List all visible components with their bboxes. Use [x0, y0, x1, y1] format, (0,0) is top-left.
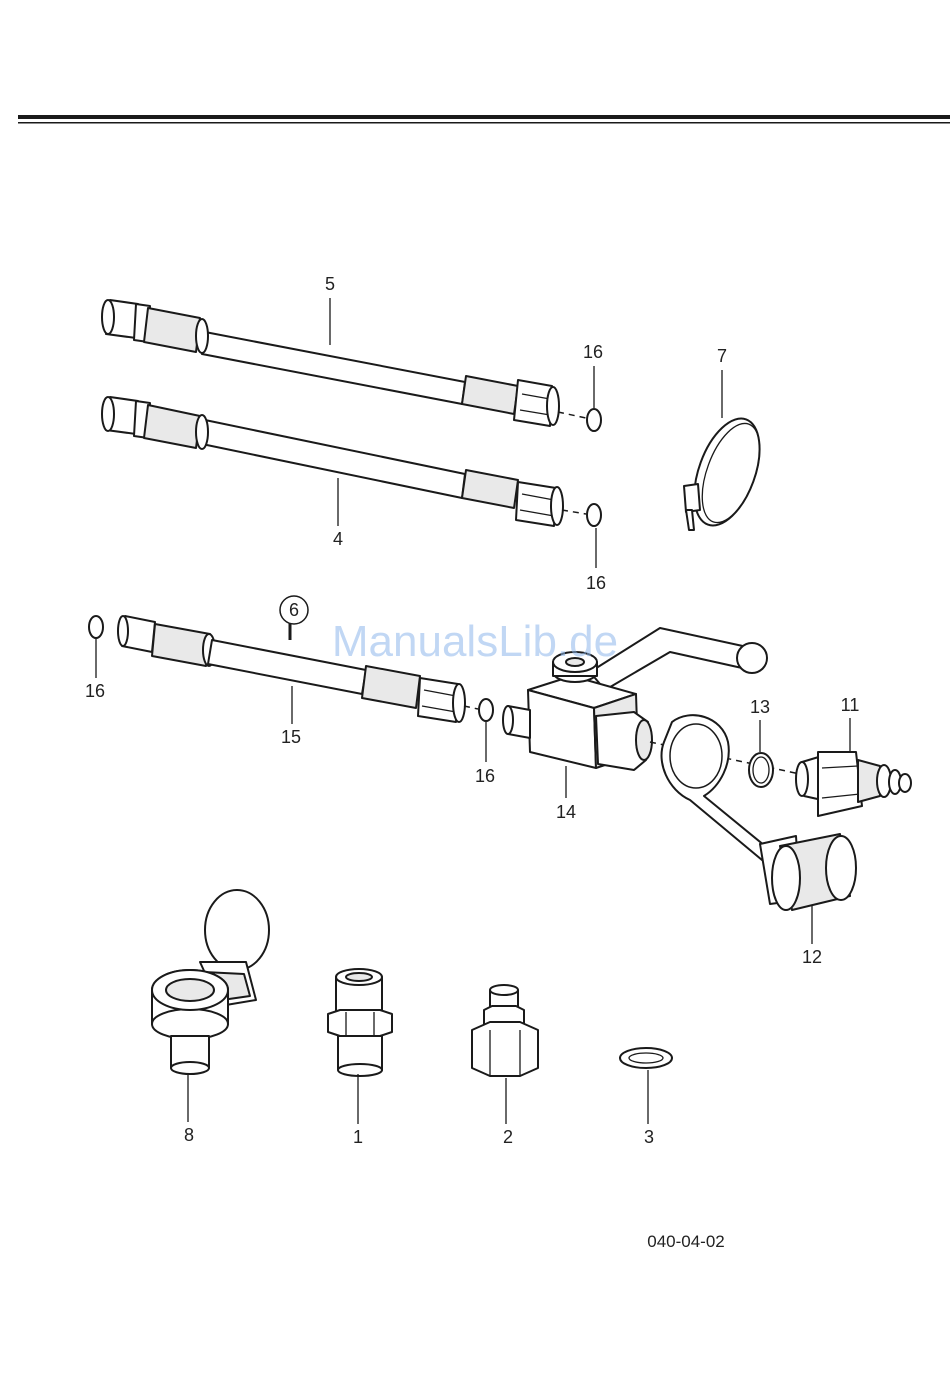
callout-11: 11	[841, 695, 860, 715]
hose-4-axis	[562, 510, 586, 514]
header-rule	[18, 115, 950, 124]
callout-7: 7	[717, 346, 727, 366]
callout-15: 15	[281, 727, 301, 747]
coupling-11	[796, 752, 911, 816]
sealing-ring-3	[620, 1048, 672, 1068]
watermark: ManualsLib.de	[332, 617, 618, 666]
callout-16-upper: 16	[583, 342, 603, 362]
callout-13: 13	[750, 697, 770, 717]
sealing-ring-16-left	[89, 616, 103, 638]
hose-4	[102, 397, 563, 526]
sealing-ring-16-upper	[587, 409, 601, 431]
callout-8: 8	[184, 1125, 194, 1145]
hose-15-axis	[464, 706, 478, 709]
callout-1: 1	[353, 1127, 363, 1147]
callout-12: 12	[802, 947, 822, 967]
adapter-2	[472, 985, 538, 1076]
callout-14: 14	[556, 802, 576, 822]
callout-4: 4	[333, 529, 343, 549]
callout-5: 5	[325, 274, 335, 294]
sealing-ring-16-lower	[479, 699, 493, 721]
sealing-ring-16-middle	[587, 504, 601, 526]
callout-16-middle: 16	[586, 573, 606, 593]
nipple-1	[328, 969, 392, 1076]
hose-5-axis	[558, 412, 586, 418]
drawing-code: 040-04-02	[647, 1232, 725, 1251]
cable-tie-7	[682, 410, 773, 534]
callout-16-left: 16	[85, 681, 105, 701]
callout-16-lower: 16	[475, 766, 495, 786]
callout-6: 6	[289, 600, 299, 620]
callout-2: 2	[503, 1127, 513, 1147]
coupling-with-cap-8	[152, 890, 269, 1074]
callout-3: 3	[644, 1127, 654, 1147]
